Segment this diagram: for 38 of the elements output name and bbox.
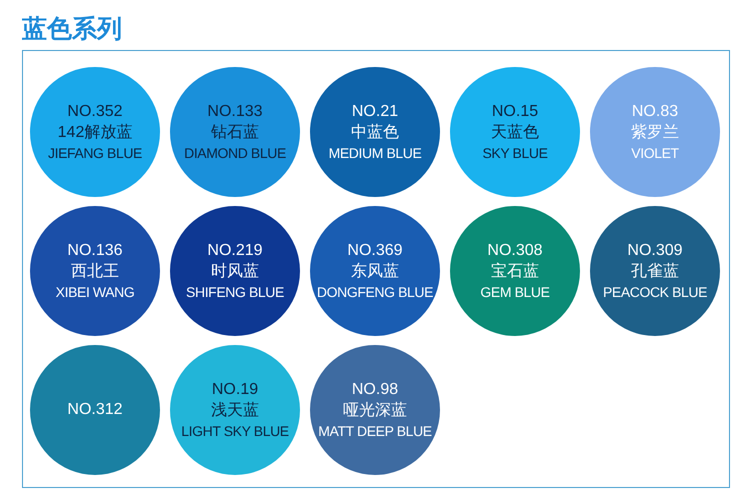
chinese-name: 孔雀蓝	[631, 262, 679, 282]
english-name: LIGHT SKY BLUE	[181, 422, 289, 440]
chinese-name: 时风蓝	[211, 262, 259, 282]
number-label: NO.19	[212, 380, 258, 400]
number-label: NO.219	[207, 241, 263, 262]
english-name: XIBEI WANG	[56, 282, 134, 301]
number-label: NO.352	[67, 102, 123, 122]
number-label: NO.308	[487, 241, 543, 262]
number-label: NO.21	[352, 102, 398, 122]
number-label: NO.136	[67, 241, 123, 262]
english-name: JIEFANG BLUE	[48, 144, 142, 162]
english-name: DONGFENG BLUE	[316, 282, 434, 301]
title: 蓝色系列	[22, 14, 122, 45]
english-name: PEACOCK BLUE	[602, 282, 708, 301]
number-label: NO.98	[352, 380, 398, 400]
chinese-name: 钻石蓝	[211, 122, 259, 143]
chinese-name: 紫罗兰	[631, 122, 679, 143]
english-name: MATT DEEP BLUE	[318, 422, 432, 440]
english-name: SKY BLUE	[482, 144, 548, 162]
english-name: MEDIUM BLUE	[328, 144, 422, 162]
chinese-name: 东风蓝	[351, 262, 399, 282]
number-label: NO.369	[347, 241, 403, 262]
number-label: NO.15	[492, 102, 538, 122]
english-name: GEM BLUE	[480, 282, 550, 301]
number-label: NO.309	[627, 241, 683, 262]
chinese-name: 中蓝色	[351, 122, 399, 143]
chinese-name: 哑光深蓝	[343, 400, 407, 421]
english-name: DIAMOND BLUE	[184, 144, 286, 162]
number-label: NO.312	[67, 400, 123, 420]
chinese-name: 浅天蓝	[211, 400, 259, 421]
english-name: VIOLET	[631, 144, 679, 162]
english-name: SHIFENG BLUE	[186, 282, 284, 301]
chinese-name: 142解放蓝	[58, 122, 132, 143]
number-label: NO.83	[632, 102, 678, 122]
chinese-name: 天蓝色	[491, 122, 539, 143]
chinese-name: 西北王	[71, 262, 119, 282]
chinese-name: 宝石蓝	[491, 262, 539, 282]
number-label: NO.133	[207, 102, 263, 122]
